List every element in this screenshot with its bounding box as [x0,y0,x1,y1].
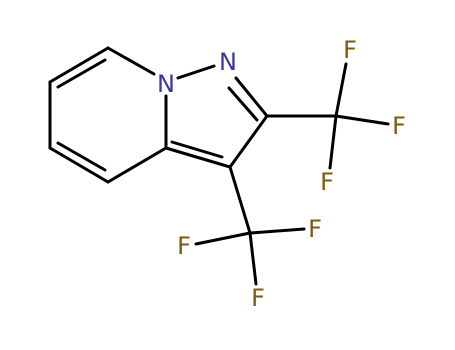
atom-f3-label: F [320,168,334,196]
bond-n1-c4 [106,46,156,76]
bond-cf3b-f4 [194,231,252,246]
bond-c6-c7 [48,146,110,184]
atom-f5-label: F [308,215,322,243]
bond-c3-c7a-inner [170,140,224,159]
atom-n2-label: N [219,48,237,76]
bond-cf3a-f3 [328,114,338,170]
atom-f2-label: F [392,112,406,140]
bond-c6-c7-inner [56,141,107,172]
atom-f4-label: F [177,232,191,260]
atom-n1-label: N [157,70,175,98]
atom-f1-label: F [343,36,357,64]
bond-c3-c7a [164,146,232,169]
bond-c4-c5 [48,46,110,84]
bond-cf3a-f1 [334,62,348,118]
bond-c2-c3 [228,114,269,169]
atom-f6-label: F [251,284,265,312]
bond-c3-cf3b [228,165,252,235]
bond-cf3b-f6 [248,231,258,286]
bond-c7-c7a [106,146,168,184]
bond-n2-c2 [234,76,269,118]
bond-cf3b-f5 [248,227,306,235]
bond-c4-c5-inner [56,58,107,89]
bond-cf3a-f2 [334,114,390,126]
bond-n2-c2-inner [227,86,259,122]
bond-n1-n2 [176,64,216,80]
